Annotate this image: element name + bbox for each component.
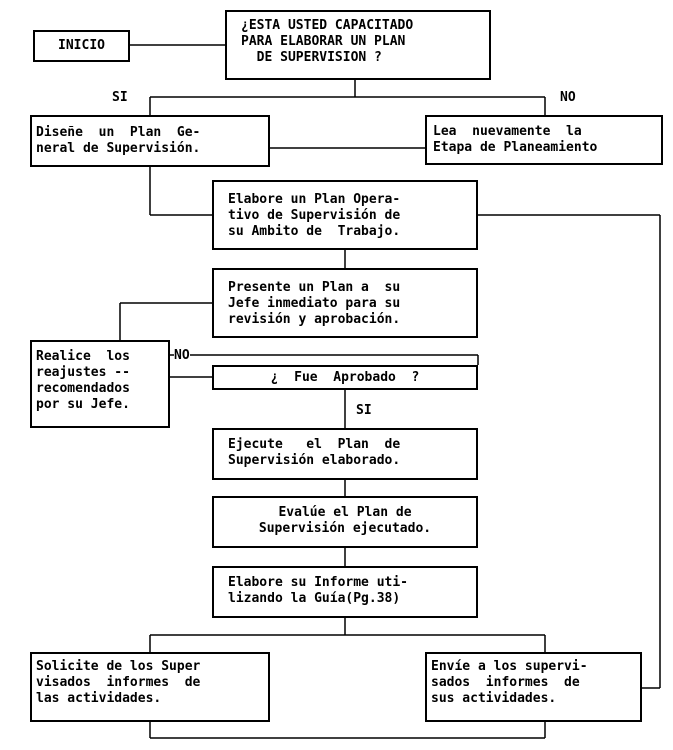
report-node: Elabore su Informe uti- lizando la Guía(… <box>212 566 478 618</box>
readjust-node: Realice los reajustes -- recomendados po… <box>30 340 170 428</box>
question-trained-node: ¿ESTA USTED CAPACITADO PARA ELABORAR UN … <box>225 10 491 80</box>
send-reports-node: Envíe a los supervi- sados informes de s… <box>425 652 642 722</box>
design-plan-node: Diseñe un Plan Ge- neral de Supervisión. <box>30 115 270 167</box>
request-reports-node: Solicite de los Super visados informes d… <box>30 652 270 722</box>
execute-plan-node: Ejecute el Plan de Supervisión elaborado… <box>212 428 478 480</box>
label-no-top: NO <box>560 90 576 106</box>
label-si-top: SI <box>112 90 128 106</box>
label-no-mid: NO <box>174 348 190 364</box>
present-plan-node: Presente un Plan a su Jefe inmediato par… <box>212 268 478 338</box>
reread-node: Lea nuevamente la Etapa de Planeamiento <box>425 115 663 165</box>
evaluate-plan-node: Evalúe el Plan de Supervisión ejecutado. <box>212 496 478 548</box>
question-approved-node: ¿ Fue Aprobado ? <box>212 365 478 390</box>
operative-plan-node: Elabore un Plan Opera- tivo de Supervisi… <box>212 180 478 250</box>
start-node: INICIO <box>33 30 130 62</box>
label-si-mid: SI <box>356 403 372 419</box>
